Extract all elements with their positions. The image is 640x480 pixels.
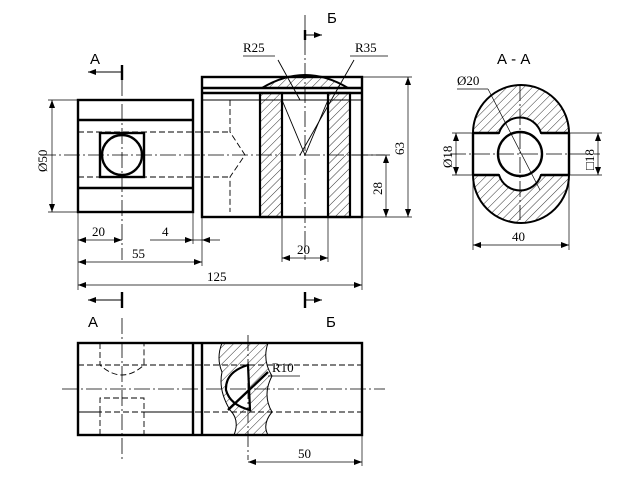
dim-20b-arrow-left (282, 255, 290, 261)
section-b-label-bottom: Б (326, 314, 336, 331)
dim-125-arrow-left (78, 282, 86, 288)
dim-20b-label: 20 (297, 242, 310, 257)
label-dia-20: Ø20 (457, 73, 479, 88)
section-b-label-top: Б (327, 10, 337, 27)
bottom-view: R10 50 А Б (62, 292, 385, 466)
dim-55-arrow-left (78, 259, 86, 265)
front-view: Б А Ø50 63 28 R25 R35 (35, 10, 412, 290)
bottom-hidden-bottom-cut (78, 397, 193, 435)
dim-125-arrow-right (354, 282, 362, 288)
section-upper-hatch (471, 84, 571, 134)
dim-50b-arrow-right (354, 459, 362, 465)
dim-63-arrow-bottom (405, 209, 411, 217)
dim-sq18-label: □18 (582, 149, 597, 170)
dim-125-label: 125 (207, 269, 227, 284)
dim-sq18-arrow-bottom (595, 167, 601, 175)
section-lower-hatch (471, 174, 571, 224)
label-r10: R10 (272, 360, 294, 375)
dim-20l-label: 20 (92, 224, 105, 239)
section-a-label-bottom: А (88, 314, 98, 331)
dim-55-arrow-right (194, 259, 202, 265)
top-arc-hatch (258, 74, 352, 89)
dim-4-arrow-right (202, 237, 210, 243)
dim-63-arrow-top (405, 77, 411, 85)
left-block-outline (76, 98, 195, 214)
dim-18-label: Ø18 (440, 146, 455, 168)
dim-20b-arrow-right (320, 255, 328, 261)
dim-28-arrow-top (383, 155, 389, 163)
dim-20l-arrow-right (114, 237, 122, 243)
dim-40-label: 40 (512, 229, 525, 244)
dim-40-arrow-right (561, 242, 569, 248)
dim-55-label: 55 (132, 246, 145, 261)
cone-line-r25 (277, 59, 301, 101)
dim-18-arrow-bottom (453, 167, 459, 175)
dim-28-arrow-bottom (383, 209, 389, 217)
dim-4-arrow-left (185, 237, 193, 243)
dim-4-label: 4 (162, 224, 169, 239)
cone-line-r35 (299, 59, 355, 156)
dim-sq18-arrow-top (595, 133, 601, 141)
section-a-arrowhead-left (88, 69, 96, 75)
section-a-label-left: А (90, 51, 100, 68)
hidden-line-v-notch (229, 100, 246, 212)
dim-18-arrow-top (453, 133, 459, 141)
section-b-arrowhead-bottom (314, 297, 322, 303)
dim-20l-arrow-left (78, 237, 86, 243)
dim-50b-label: 50 (298, 446, 311, 461)
cone-line-left (281, 99, 306, 156)
cone-line-right (304, 99, 329, 156)
section-a-a-title: А - А (497, 51, 530, 68)
bottom-r10-cutout (224, 363, 252, 412)
section-a-arrowhead-bottom (88, 297, 96, 303)
dim-28-label: 28 (370, 182, 385, 195)
dim-63-label: 63 (392, 142, 407, 155)
label-r35: R35 (355, 40, 377, 55)
dim-50-arrow-bottom (49, 204, 55, 212)
dim-40-arrow-left (473, 242, 481, 248)
dim-50-label: Ø50 (35, 150, 50, 172)
dim-50b-arrow-left (248, 459, 256, 465)
section-a-a-view: А - А Ø20 Ø18 □18 4 (440, 51, 602, 250)
dim-50-arrow-top (49, 100, 55, 108)
label-r25: R25 (243, 40, 265, 55)
dia-20-leader (487, 88, 541, 191)
section-b-arrowhead-top (314, 32, 322, 38)
